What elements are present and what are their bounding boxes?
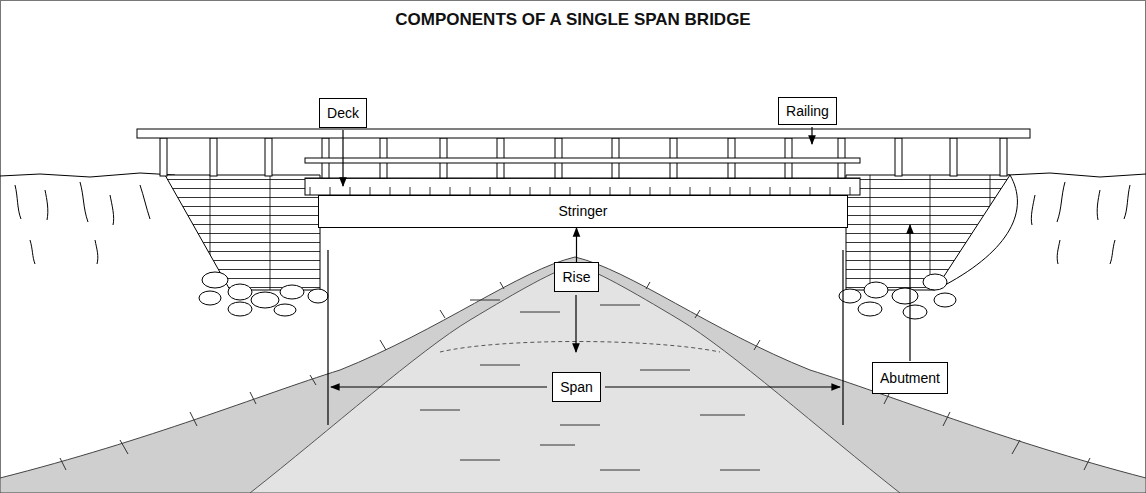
node-label: Rise bbox=[562, 269, 590, 286]
node-label: Stringer bbox=[558, 203, 607, 220]
callout-box: Railing bbox=[778, 97, 837, 125]
railing bbox=[137, 129, 1030, 195]
stringer-beam: Stringer bbox=[318, 195, 848, 228]
diagram-title: COMPONENTS OF A SINGLE SPAN BRIDGE bbox=[0, 10, 1146, 30]
node-label: Abutment bbox=[880, 370, 940, 387]
leader-lines bbox=[328, 127, 910, 425]
callout-box: Span bbox=[552, 372, 601, 402]
node-label: Railing bbox=[786, 103, 829, 120]
callout-box: Rise bbox=[554, 262, 599, 292]
ground bbox=[0, 257, 1146, 493]
callout-box: Deck bbox=[319, 98, 367, 128]
node-label: Deck bbox=[327, 105, 359, 122]
abutments bbox=[165, 175, 1010, 290]
callout-box: Abutment bbox=[872, 362, 948, 394]
arrow-connector bbox=[576, 228, 577, 262]
node-label: Span bbox=[560, 379, 593, 396]
